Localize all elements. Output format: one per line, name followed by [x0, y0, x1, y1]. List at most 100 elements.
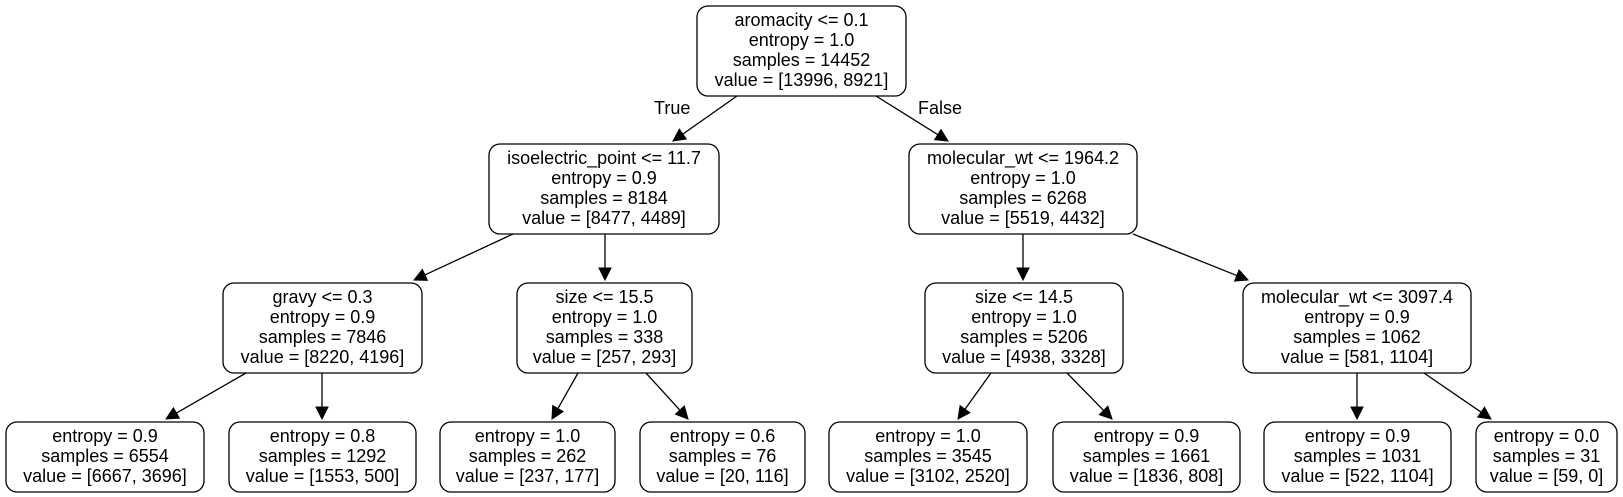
node-line: entropy = 0.6: [670, 426, 776, 446]
arrowhead-icon: [1350, 406, 1364, 421]
edge-n4-n10: [645, 372, 689, 420]
arrowhead-icon: [315, 406, 329, 421]
arrowhead-icon: [1098, 405, 1113, 420]
node-line: samples = 31: [1493, 446, 1601, 466]
edge-line: [1132, 233, 1238, 277]
node-line: entropy = 1.0: [971, 307, 1077, 327]
node-line: entropy = 1.0: [475, 426, 581, 446]
node-line: value = [237, 177]: [456, 466, 600, 486]
node-line: samples = 3545: [864, 446, 992, 466]
node-line: value = [1553, 500]: [246, 466, 400, 486]
edge-line: [424, 233, 514, 276]
arrowhead-icon: [412, 268, 429, 281]
arrowhead-icon: [1476, 406, 1492, 420]
node-box: [696, 5, 907, 97]
node-box: [828, 421, 1028, 493]
edge-n0-n1: True: [654, 95, 738, 142]
arrowhead-icon: [598, 267, 612, 282]
node-line: samples = 7846: [259, 327, 387, 347]
node-line: value = [522, 1104]: [1281, 466, 1433, 486]
node-box: [1475, 421, 1618, 493]
node-box: [488, 143, 720, 235]
node-line: samples = 262: [469, 446, 587, 466]
arrowhead-icon: [165, 406, 181, 420]
edge-label-false: False: [918, 98, 962, 118]
node-line: samples = 76: [669, 446, 777, 466]
edge-n3-n7: [165, 372, 247, 420]
node-line: samples = 1292: [259, 446, 387, 466]
node-line: samples = 8184: [540, 188, 668, 208]
node-line: entropy = 0.0: [1494, 426, 1600, 446]
edge-line: [176, 372, 247, 414]
edge-line: [645, 372, 681, 411]
node-line: samples = 6554: [41, 446, 169, 466]
node-line: value = [8220, 4196]: [241, 347, 405, 367]
edge-line: [682, 95, 738, 135]
node-line: value = [59, 0]: [1490, 466, 1604, 486]
node-line: entropy = 1.0: [970, 168, 1076, 188]
edge-n5-n11: [957, 372, 992, 420]
node-box: [5, 421, 205, 493]
arrowhead-icon: [933, 128, 949, 142]
edge-line: [875, 95, 939, 136]
node-line: aromacity <= 0.1: [734, 10, 868, 30]
node-box: [639, 421, 806, 493]
node-line: samples = 1062: [1293, 327, 1421, 347]
node-line: entropy = 0.9: [551, 168, 657, 188]
node-line: entropy = 1.0: [749, 30, 855, 50]
edge-n2-n6: [1132, 233, 1250, 282]
node-line: isoelectric_point <= 11.7: [507, 148, 701, 169]
node-line: entropy = 1.0: [875, 426, 981, 446]
node-line: entropy = 1.0: [552, 307, 658, 327]
node-line: samples = 6268: [959, 188, 1087, 208]
edge-n4-n9: [551, 372, 579, 420]
node-line: samples = 5206: [960, 327, 1088, 347]
edge-n3-n8: [315, 373, 329, 421]
node-line: entropy = 0.8: [270, 426, 376, 446]
node-line: entropy = 0.9: [1094, 426, 1200, 446]
edge-n5-n12: [1066, 372, 1113, 420]
node-line: gravy <= 0.3: [272, 287, 372, 307]
arrowhead-icon: [672, 128, 688, 142]
node-line: value = [1836, 808]: [1070, 466, 1224, 486]
node-line: value = [3102, 2520]: [846, 466, 1010, 486]
node-line: value = [8477, 4489]: [522, 208, 686, 228]
node-line: samples = 1031: [1294, 446, 1422, 466]
node-line: entropy = 0.9: [270, 307, 376, 327]
node-line: value = [6667, 3696]: [23, 466, 187, 486]
arrowhead-icon: [1016, 267, 1030, 282]
node-line: entropy = 0.9: [1304, 307, 1410, 327]
node-line: value = [581, 1104]: [1281, 347, 1433, 367]
node-line: molecular_wt <= 1964.2: [927, 148, 1119, 169]
node-line: size <= 15.5: [555, 287, 653, 307]
edges-layer: True False: [165, 95, 1492, 421]
edge-n0-n2: False: [875, 95, 962, 142]
node-line: value = [13996, 8921]: [715, 70, 889, 90]
node-box: [228, 421, 417, 493]
arrowhead-icon: [957, 404, 971, 420]
node-line: molecular_wt <= 3097.4: [1261, 287, 1453, 308]
edge-n1-n4: [598, 234, 612, 282]
edge-n6-n14: [1423, 372, 1492, 420]
arrowhead-icon: [551, 404, 565, 420]
node-box: [1052, 421, 1241, 493]
node-box: [516, 282, 693, 374]
node-line: samples = 14452: [733, 50, 871, 70]
node-box: [1263, 421, 1452, 493]
node-box: [1242, 282, 1472, 374]
edge-n2-n5: [1016, 234, 1030, 282]
